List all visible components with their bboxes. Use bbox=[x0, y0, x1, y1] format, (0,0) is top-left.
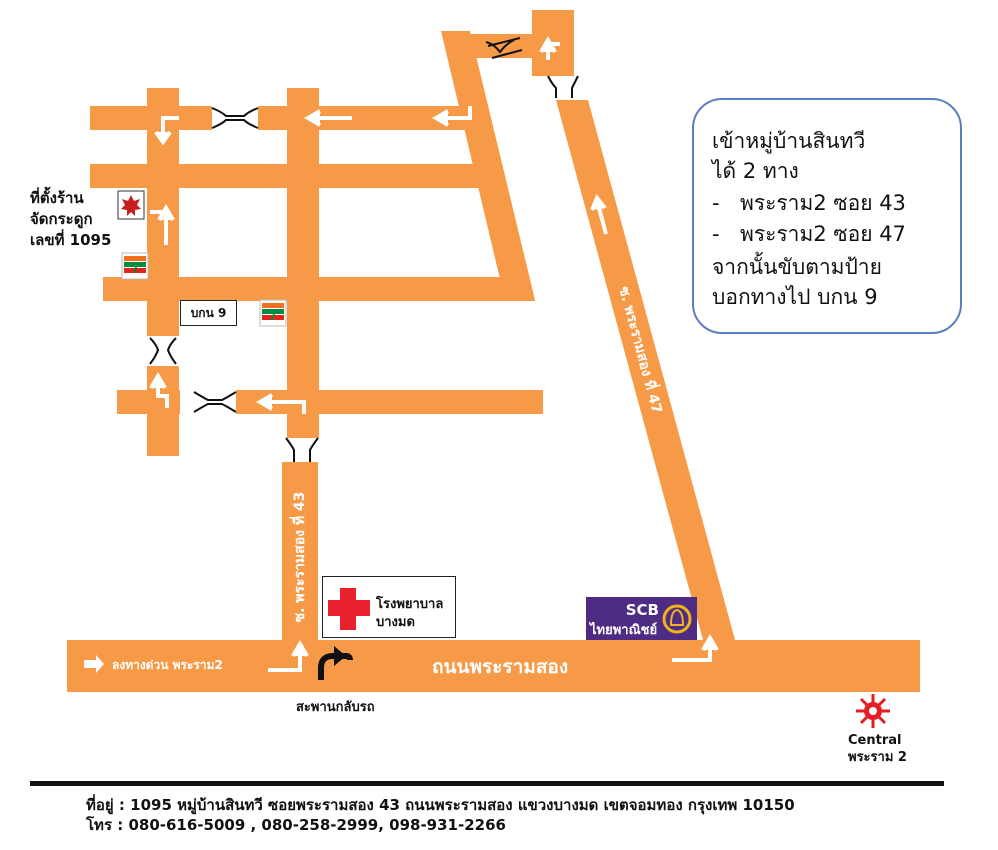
shop-label-line: เลขที่ 1095 bbox=[30, 231, 112, 249]
road-soi-47 bbox=[556, 100, 735, 640]
expressway-arrow-icon bbox=[84, 655, 104, 673]
expressway-label: ลงทางด่วน พระราม2 bbox=[112, 658, 223, 672]
route-text: พระราม2 ซอย 43 bbox=[740, 191, 906, 215]
direction-arrow-icon bbox=[672, 634, 719, 662]
u-turn-bridge-label: สะพานกลับรถ bbox=[296, 700, 375, 715]
direction-arrow-icon bbox=[590, 194, 608, 235]
bridges bbox=[145, 37, 580, 462]
central-line: พระราม 2 bbox=[848, 750, 907, 765]
footer-separator bbox=[30, 781, 944, 786]
direction-arrow-icon bbox=[268, 640, 309, 672]
road-diagonal-upper bbox=[441, 31, 535, 300]
shop-label-line: ที่ตั้งร้าน bbox=[30, 189, 84, 207]
seven-eleven-icon: 7 bbox=[259, 299, 287, 327]
road-left-bottom bbox=[147, 366, 179, 456]
hospital-name: โรงพยาบาล บางมด bbox=[376, 596, 443, 632]
central-label: Central พระราม 2 bbox=[848, 732, 907, 766]
info-route-2: -พระราม2 ซอย 47 bbox=[712, 222, 906, 246]
u-turn-icon bbox=[318, 646, 353, 680]
soi-43-label: ซ. พระรามสอง ที่ 43 bbox=[292, 491, 308, 623]
hospital-line: โรงพยาบาล bbox=[376, 597, 444, 612]
footer-phone: โทร : 080-616-5009 , 080-258-2999, 098-9… bbox=[86, 816, 506, 834]
bridge-icon bbox=[546, 75, 580, 100]
info-instruction-2: บอกทางไป บกน 9 bbox=[712, 285, 878, 309]
direction-arrow-icon bbox=[150, 204, 175, 245]
hospital-line: บางมด bbox=[376, 615, 415, 630]
bridge-icon bbox=[180, 388, 237, 416]
shop-label-line: จัดกระดูก bbox=[30, 210, 93, 228]
bridge-icon bbox=[280, 437, 324, 462]
direction-arrow-icon bbox=[256, 393, 306, 414]
central-logo-icon bbox=[856, 694, 890, 728]
scb-thai-name: ไทยพาณิชย์ bbox=[590, 623, 658, 638]
info-route-1: -พระราม2 ซอย 43 bbox=[712, 191, 906, 215]
direction-arrow-icon bbox=[154, 116, 179, 146]
road-rama-2 bbox=[67, 640, 920, 692]
scb-logo-icon bbox=[662, 604, 692, 634]
bkn9-label: บกน 9 bbox=[180, 300, 237, 326]
bridge-icon bbox=[211, 104, 259, 132]
info-title: เข้าหมู่บ้านสินทวี bbox=[712, 129, 866, 153]
direction-arrow-icon bbox=[539, 36, 560, 60]
scb-name: SCB bbox=[625, 601, 659, 619]
route-text: พระราม2 ซอย 47 bbox=[740, 222, 906, 246]
direction-arrows bbox=[149, 36, 719, 672]
direction-arrow-icon bbox=[432, 106, 472, 127]
shop-marker-icon bbox=[117, 190, 145, 220]
svg-text:7: 7 bbox=[269, 307, 277, 323]
seven-eleven-icon: 7 bbox=[121, 252, 149, 280]
bridge-icon bbox=[485, 37, 523, 59]
road-top bbox=[90, 106, 480, 130]
direction-arrow-icon bbox=[304, 109, 352, 127]
road-soi-43 bbox=[282, 462, 318, 652]
shop-location-label: ที่ตั้งร้าน จัดกระดูก เลขที่ 1095 bbox=[30, 188, 111, 251]
bridge-icon bbox=[145, 336, 181, 366]
info-box bbox=[692, 98, 962, 334]
scb-bank-marker: SCB ไทยพาณิชย์ bbox=[586, 597, 697, 640]
road-network bbox=[67, 10, 920, 692]
main-road-label: ถนนพระรามสอง bbox=[432, 656, 569, 678]
road-top-connector bbox=[463, 34, 533, 58]
info-instruction-1: จากนั้นขับตามป้าย bbox=[712, 255, 882, 279]
info-subtitle: ได้ 2 ทาง bbox=[712, 159, 799, 183]
direction-arrow-icon bbox=[149, 372, 169, 408]
svg-text:7: 7 bbox=[131, 260, 139, 276]
hospital-cross-icon bbox=[328, 588, 370, 630]
road-middle-vertical bbox=[287, 88, 319, 438]
footer-address: ที่อยู่ : 1095 หมู่บ้านสินทวี ซอยพระรามส… bbox=[86, 796, 795, 814]
central-line: Central bbox=[848, 733, 902, 748]
